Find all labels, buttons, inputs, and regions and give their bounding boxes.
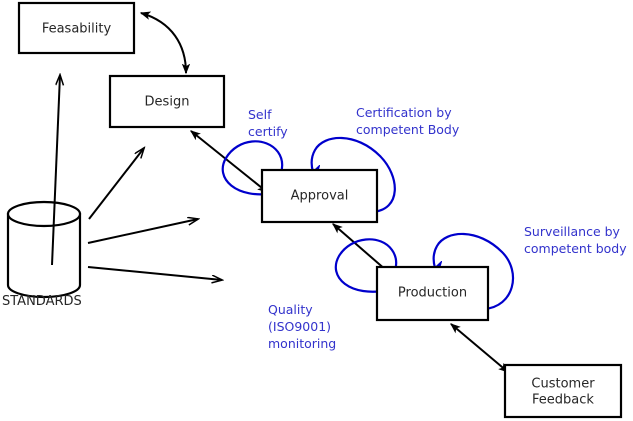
annotation-certification: Certification by competent Body <box>356 105 460 137</box>
edge-production-customer-feedback <box>451 324 508 372</box>
node-feasability[interactable]: Feasability <box>17 1 136 55</box>
annotation-surveillance-line2: competent body <box>524 241 627 256</box>
annotation-quality-line2: (ISO9001) <box>268 319 331 334</box>
edge-design-approval <box>191 130 267 193</box>
node-standards-label: STANDARDS <box>2 294 82 309</box>
node-standards[interactable]: STANDARDS <box>2 200 82 309</box>
node-production-box <box>375 265 490 322</box>
annotation-surveillance: Surveillance by competent body <box>524 224 627 256</box>
annotation-quality-line3: monitoring <box>268 336 336 351</box>
node-design-label: Design <box>145 95 190 110</box>
edge-standards-approval <box>87 219 198 244</box>
node-production[interactable]: Production <box>375 265 490 322</box>
standards-cylinder-top <box>6 200 82 228</box>
node-design[interactable]: Design <box>108 74 226 129</box>
annotation-self-certify-line1: Self <box>248 107 272 122</box>
node-approval-box <box>260 168 379 224</box>
annotation-self-certify-line2: certify <box>248 124 288 139</box>
edge-feasability-design <box>141 13 186 73</box>
node-approval-label: Approval <box>291 189 349 204</box>
annotation-self-certify: Self certify <box>248 107 288 139</box>
standards-cylinder-body <box>6 212 82 299</box>
annotation-surveillance-line1: Surveillance by <box>524 224 621 239</box>
annotation-quality-line1: Quality <box>268 302 313 317</box>
node-feasability-box <box>17 1 136 55</box>
node-design-box <box>108 74 226 129</box>
loop-surveillance <box>432 232 515 311</box>
node-feasability-label: Feasability <box>42 22 112 37</box>
node-customer-feedback-box <box>503 363 623 419</box>
annotation-certification-line1: Certification by <box>356 105 452 120</box>
edge-standards-production <box>87 266 222 280</box>
annotation-quality: Quality (ISO9001) monitoring <box>268 302 336 351</box>
node-customer-feedback-label-line1: Customer <box>531 377 595 392</box>
node-customer-feedback-label-line2: Feedback <box>532 393 594 408</box>
node-approval[interactable]: Approval <box>260 168 379 224</box>
edge-standards-feasability <box>51 75 60 266</box>
node-customer-feedback[interactable]: Customer Feedback <box>503 363 623 419</box>
loop-certification <box>310 136 396 214</box>
edge-standards-design <box>88 148 144 220</box>
loop-quality <box>334 238 396 293</box>
node-production-label: Production <box>398 286 467 301</box>
loop-self-certify <box>221 140 283 196</box>
annotation-certification-line2: competent Body <box>356 122 460 137</box>
